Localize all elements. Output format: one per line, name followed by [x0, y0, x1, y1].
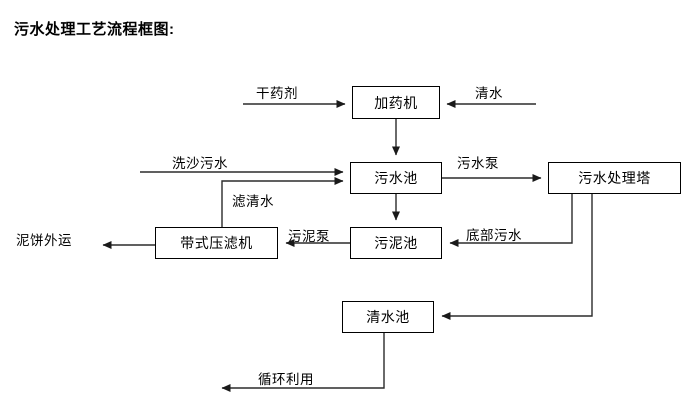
edge-label-sewage-pump: 污水泵	[457, 156, 499, 171]
node-label: 污泥池	[374, 235, 418, 251]
node-sewage-pool[interactable]: 污水池	[350, 162, 442, 194]
edge-label-dry-agent: 干药剂	[256, 86, 298, 101]
page-title: 污水处理工艺流程框图:	[14, 21, 175, 38]
edge-label-mud-cake-transport: 泥饼外运	[16, 233, 72, 248]
edge-tower-to-sludge-pool	[449, 194, 573, 247]
node-label: 带式压滤机	[180, 235, 253, 251]
node-clean-water-pool[interactable]: 清水池	[342, 301, 434, 333]
node-dosing-machine[interactable]: 加药机	[352, 86, 440, 119]
node-label: 污水池	[374, 170, 418, 186]
edge-label-recycle-use: 循环利用	[258, 372, 314, 387]
edge-label-filtrate-water: 滤清水	[232, 194, 274, 209]
node-label: 清水池	[366, 309, 410, 325]
edge-tower-to-clean-water-pool	[441, 194, 593, 320]
edge-label-sand-washing-sewage: 洗沙污水	[172, 156, 228, 171]
edge-label-bottom-sewage: 底部污水	[466, 228, 522, 243]
node-sewage-treatment-tower[interactable]: 污水处理塔	[548, 162, 681, 194]
node-label: 污水处理塔	[578, 170, 651, 186]
node-sludge-pool[interactable]: 污泥池	[350, 227, 442, 259]
node-belt-filter-press[interactable]: 带式压滤机	[155, 227, 278, 259]
node-label: 加药机	[374, 94, 418, 111]
edge-label-sludge-pump: 污泥泵	[288, 229, 330, 244]
edge-filtrate-to-sewage-pool	[221, 177, 344, 227]
edge-clean-water-pool-to-recycle	[221, 333, 385, 392]
edge-label-clean-water-inlet: 清水	[475, 86, 503, 101]
